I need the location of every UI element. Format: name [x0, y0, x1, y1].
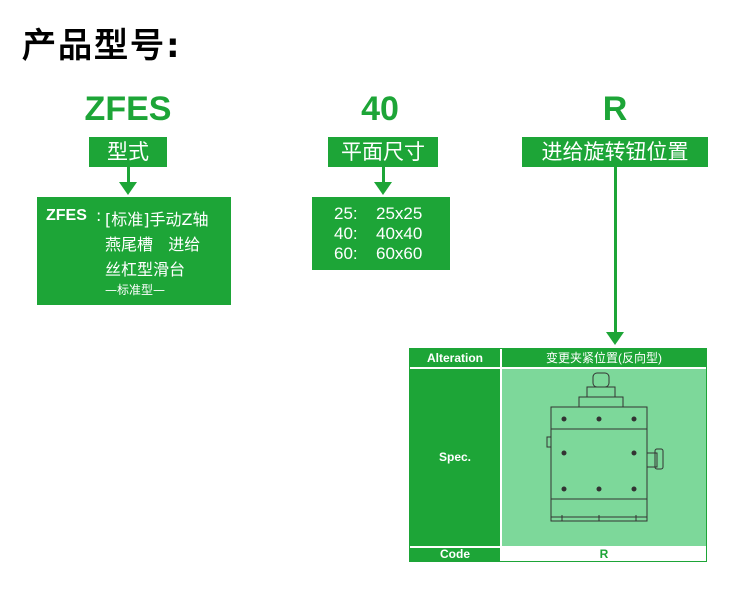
alteration-value: 变更夹紧位置(反向型): [502, 349, 706, 367]
code-header: Code: [410, 548, 500, 561]
size-code: 60:: [334, 244, 358, 263]
model-code-type: ZFES: [84, 90, 172, 128]
type-arrow-icon: [119, 182, 137, 195]
spec-table: Alteration 变更夹紧位置(反向型) Spec.: [409, 348, 707, 562]
type-prefix: ZFES: [46, 207, 87, 224]
size-value: 40x40: [376, 224, 423, 243]
alteration-header: Alteration: [410, 349, 500, 367]
size-label: 平面尺寸: [328, 137, 438, 167]
knob-position-label: 进给旋转钮位置: [522, 137, 708, 167]
knob-arrow-icon: [606, 332, 624, 345]
size-arrow-icon: [374, 182, 392, 195]
type-colon: :: [96, 206, 102, 225]
size-options-box: 25: 25x25 40: 40x40 60: 60x60: [312, 197, 450, 270]
reversed-clamp-stage-drawing: [546, 372, 664, 522]
type-desc-line1: [标准]手动Z轴: [105, 210, 209, 229]
top-knob-icon: [592, 372, 610, 388]
side-knob-icon: [654, 448, 664, 470]
type-arrow-line: [127, 167, 130, 184]
spec-drawing-cell: [502, 369, 706, 546]
size-code: 40:: [334, 224, 358, 243]
size-arrow-line: [382, 167, 385, 184]
type-desc-line2: 燕尾槽 进给: [105, 235, 201, 254]
page-title: 产品型号:: [22, 26, 182, 66]
size-value: 60x60: [376, 244, 423, 263]
knob-arrow-line: [614, 167, 617, 334]
code-value: R: [502, 548, 706, 561]
size-value: 25x25: [376, 204, 423, 223]
type-desc-line3: 丝杠型滑台: [105, 260, 186, 279]
size-code: 25:: [334, 204, 358, 223]
model-code-knob-position: R: [602, 90, 628, 128]
type-description-box: ZFES : [标准]手动Z轴 燕尾槽 进给 丝杠型滑台 —标准型—: [37, 197, 231, 305]
spec-header: Spec.: [410, 369, 500, 546]
type-label: 型式: [89, 137, 167, 167]
type-desc-line4: —标准型—: [105, 283, 166, 297]
model-code-size: 40: [361, 90, 399, 128]
